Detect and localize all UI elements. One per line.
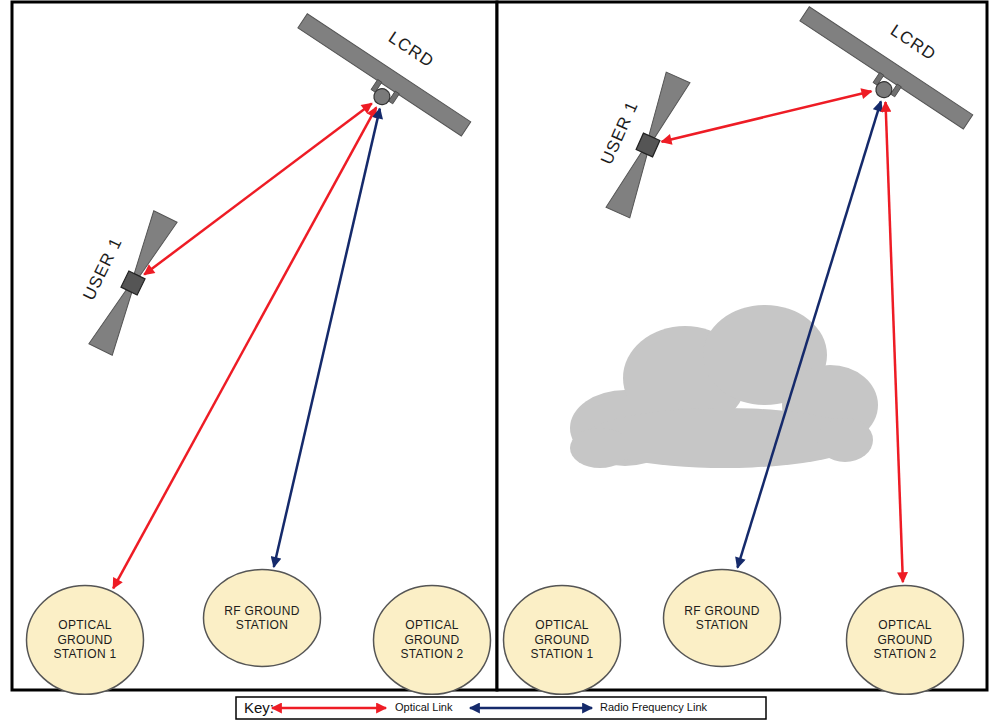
- satellite: USER 1: [123, 273, 143, 293]
- legend-text: Optical Link: [395, 701, 452, 713]
- satellite-drawing: [243, 0, 523, 235]
- ground-station: OPTICAL GROUND STATION 2: [372, 584, 492, 696]
- rf-link: [274, 109, 380, 567]
- station-ellipse: [664, 570, 781, 667]
- satellite-body: [371, 86, 393, 108]
- station-ellipse: [27, 586, 144, 695]
- satellite-body: [121, 271, 145, 295]
- solar-panel: [125, 211, 177, 281]
- satellite-drawing: [0, 143, 273, 423]
- optical-link: [662, 91, 872, 141]
- station-name: RF GROUND STATION: [680, 604, 764, 633]
- optical-link: [113, 107, 376, 588]
- satellite-drawing: [508, 5, 788, 285]
- satellite-body: [636, 133, 660, 157]
- satellite-body: [873, 79, 895, 101]
- ground-station: OPTICAL GROUND STATION 1: [502, 584, 622, 696]
- solar-panel: [800, 7, 973, 129]
- optical-link: [886, 102, 903, 582]
- rf-link: [737, 101, 880, 567]
- station-name: OPTICAL GROUND STATION 2: [868, 618, 942, 661]
- legend-sample: [272, 707, 386, 710]
- optical-link: [144, 103, 372, 274]
- legend-title: Key:: [244, 699, 274, 716]
- legend-text: Radio Frequency Link: [600, 701, 707, 713]
- station-name: OPTICAL GROUND STATION 1: [525, 618, 599, 661]
- station-name: RF GROUND STATION: [220, 604, 304, 633]
- station-ellipse: [204, 570, 321, 667]
- station-name: OPTICAL GROUND STATION 2: [395, 618, 469, 661]
- station-name: OPTICAL GROUND STATION 1: [48, 618, 122, 661]
- ground-station: OPTICAL GROUND STATION 2: [845, 584, 965, 696]
- station-ellipse: [847, 586, 964, 695]
- satellite: LCRD: [875, 78, 895, 98]
- ground-station: RF GROUND STATION: [662, 568, 782, 668]
- solar-panel: [298, 14, 471, 136]
- satellite: USER 1: [638, 135, 658, 155]
- satellite: LCRD: [373, 85, 393, 105]
- solar-panel: [640, 72, 690, 142]
- station-ellipse: [374, 586, 491, 695]
- legend-sample: [470, 707, 592, 710]
- legend-box: [236, 697, 766, 719]
- ground-station: RF GROUND STATION: [202, 568, 322, 668]
- station-ellipse: [504, 586, 621, 695]
- cloud: [570, 305, 878, 468]
- ground-station: OPTICAL GROUND STATION 1: [25, 584, 145, 696]
- satellite-drawing: [745, 0, 997, 228]
